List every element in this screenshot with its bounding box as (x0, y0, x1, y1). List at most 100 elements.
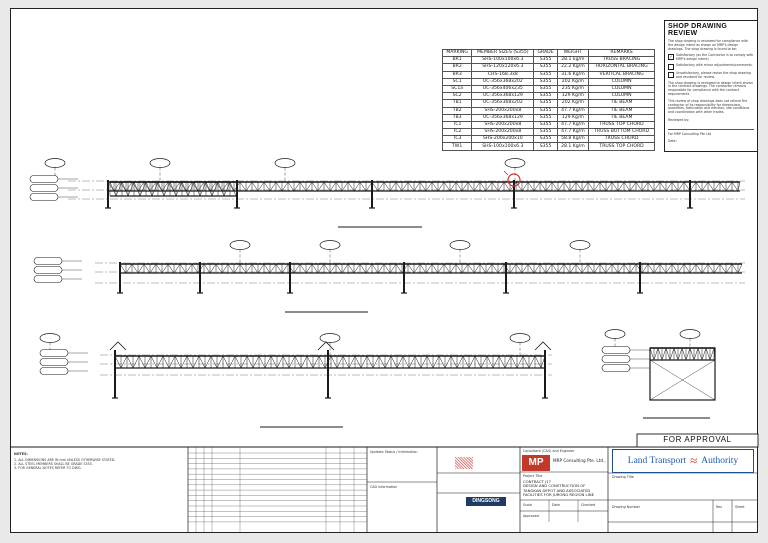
cad-info-label: CAD Information (370, 485, 398, 489)
table-cell: UC-356x406x235 (471, 84, 535, 94)
review-company: For MRP Consulting Pte Ltd (668, 131, 712, 136)
table-cell: SHS-100x100x6.3 (471, 142, 535, 151)
table-cell: UC-356x368x202 (471, 99, 535, 108)
table-cell: BR1 (441, 56, 473, 65)
level-tag (29, 184, 59, 192)
notes-list: 1. ALL DIMENSIONS ARE IN mm UNLESS OTHER… (14, 458, 115, 470)
col-remarks: REMARKS (588, 48, 655, 58)
contractor-logo: DINGSONG (466, 497, 506, 506)
truss-elevation-3 (114, 355, 546, 369)
col-weight: WEIGHT (556, 48, 590, 58)
project-title-label: Project Title (523, 474, 543, 478)
table-cell: SHS-200x200x8 (471, 106, 535, 115)
table-cell: TIE BEAM (588, 113, 655, 122)
col-member-size: MEMBER SIZES (S355) (471, 48, 535, 58)
checkbox[interactable] (668, 63, 674, 70)
level-tag (33, 257, 63, 265)
table-cell: BR2 (441, 63, 473, 72)
table-cell: 129 Kg/m (556, 113, 590, 122)
table-cell: SHS-200x200x8 (471, 120, 535, 130)
table-cell: S355 (533, 70, 558, 79)
table-cell: TRUSS BOTTOM CHORD (588, 128, 655, 137)
table-cell: COLUMN (588, 77, 655, 86)
table-cell: TW1 (441, 142, 473, 151)
table-cell: 202 Kg/m (556, 77, 590, 86)
review-intro: The shop drawing is reviewed for complia… (668, 39, 749, 51)
checkbox-checked[interactable]: ✓ (668, 54, 674, 61)
table-cell: 202 Kg/m (556, 99, 590, 108)
grid-bubble (274, 158, 296, 168)
project-line-3: TANGKAN DEPOT AND ASSOCIATED (523, 487, 591, 493)
revision-cloud (507, 173, 521, 187)
table-cell: SHS-100x100x6.3 (471, 56, 535, 65)
level-tag (33, 275, 63, 283)
table-cell: S355 (533, 128, 558, 137)
table-cell: S355 (533, 106, 558, 115)
table-cell: TB3 (441, 113, 473, 122)
contractor-hatch-logo (455, 457, 473, 469)
grid-bubble (509, 333, 531, 343)
table-cell: SC1 (441, 77, 473, 86)
table-cell: TRUSS TOP CHORD (588, 142, 655, 151)
review-option-2[interactable]: Satisfactory with minor adjustments/comm… (668, 63, 754, 70)
grid-bubble (319, 333, 341, 343)
notes-title: NOTES: (14, 452, 28, 456)
consultant-label: Consultant (C&S) and Engineer (523, 449, 575, 453)
table-cell: SHS-200x200x8 (471, 128, 535, 137)
truss-elevation-2 (119, 263, 743, 274)
level-tag (601, 355, 631, 363)
table-cell: TC1 (441, 120, 473, 130)
table-cell: 22.2 Kg/m (556, 63, 590, 72)
table-cell: COLUMN (588, 92, 655, 101)
knee-brace (534, 341, 552, 351)
table-cell: TIE BEAM (588, 99, 655, 108)
revision-status-label: Updates Status / Information (370, 450, 418, 454)
checkbox[interactable] (668, 71, 674, 78)
grid-bubble (604, 329, 626, 339)
table-cell: CHS-168.3x8 (471, 70, 535, 79)
table-header-row: MARKING MEMBER SIZES (S355) GRADE WEIGHT… (441, 48, 655, 58)
table-cell: S355 (533, 56, 558, 65)
review-note-2: This review of shop drawings does not re… (668, 98, 750, 115)
review-option-3[interactable]: Unsatisfactory, please revise the shop d… (668, 71, 754, 80)
grid-bubble (449, 240, 471, 250)
table-cell: 31.6 Kg/m (556, 70, 590, 79)
table-cell: S355 (533, 142, 558, 151)
table-cell: 47.7 Kg/m (556, 128, 590, 137)
level-tag (601, 346, 631, 354)
table-cell: TIE BEAM (588, 106, 655, 115)
level-tag (29, 193, 59, 201)
table-cell: HORIZONTAL BRACING (588, 63, 655, 72)
table-cell: 47.7 Kg/m (556, 106, 590, 115)
sheet-label: Sheet (735, 505, 745, 509)
note-item: 3. FOR GENERAL NOTES REFER TO DWG. (14, 466, 82, 470)
grid-bubble (569, 240, 591, 250)
note-item: 1. ALL DIMENSIONS ARE IN mm UNLESS OTHER… (14, 458, 116, 462)
table-cell: COLUMN (588, 84, 655, 94)
scale-label: Scale (523, 503, 532, 507)
col-marking: MARKING (441, 48, 473, 58)
truss-member (649, 347, 716, 361)
review-option-1[interactable]: ✓Satisfactory (as the Contractor is to c… (668, 53, 754, 62)
table-cell: TRUSS BRACING (588, 56, 655, 65)
reviewed-by-label: Reviewed by: (668, 117, 690, 122)
table-cell: VERTICAL BRACING (588, 70, 655, 79)
drawing-number-label: Drawing Number (612, 505, 641, 509)
level-tag (33, 266, 63, 274)
knee-brace (317, 341, 335, 351)
table-cell: TB2 (441, 106, 473, 115)
project-title: CONTRACT J17 DESIGN AND CONSTRUCTION OF … (523, 479, 594, 497)
grid-bubble (504, 158, 526, 168)
table-cell: S355 (533, 92, 558, 101)
table-cell: UC-356x368x129 (471, 92, 535, 101)
grid-bubble (44, 158, 66, 168)
